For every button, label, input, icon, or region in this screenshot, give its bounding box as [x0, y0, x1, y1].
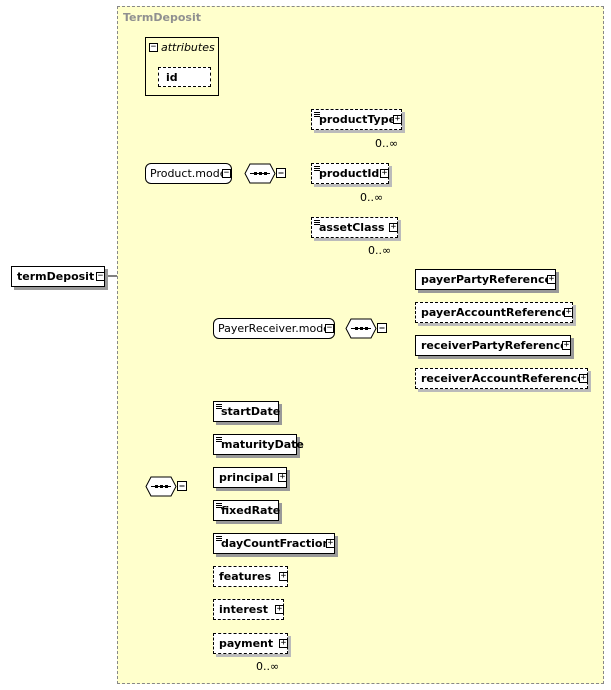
payer-receiver-model-group[interactable]: PayerReceiver.model − — [213, 318, 335, 339]
product-type-element[interactable]: productType + — [311, 109, 402, 130]
plus-box-icon[interactable]: + — [380, 168, 389, 178]
sequence-compositor-icon[interactable] — [145, 476, 187, 497]
minus-box-icon[interactable]: − — [149, 42, 158, 52]
start-date-element[interactable]: startDate — [213, 401, 280, 422]
type-title: TermDeposit — [123, 11, 201, 24]
plus-box-icon[interactable]: + — [279, 638, 288, 648]
asset-class-element[interactable]: assetClass + — [311, 217, 398, 238]
cardinality-label: 0..∞ — [256, 660, 280, 673]
sequence-compositor-icon[interactable] — [345, 318, 387, 339]
minus-box-icon[interactable]: − — [96, 271, 105, 281]
fixed-rate-element[interactable]: fixedRate — [213, 500, 280, 521]
receiver-party-reference-element[interactable]: receiverPartyReference + — [415, 335, 571, 356]
payer-account-reference-element[interactable]: payerAccountReference + — [415, 302, 573, 323]
payer-party-reference-element[interactable]: payerPartyReference + — [415, 269, 556, 290]
plus-box-icon[interactable]: + — [326, 538, 335, 548]
product-model-group[interactable]: Product.model − — [145, 163, 232, 184]
receiver-account-reference-element[interactable]: receiverAccountReference + — [415, 368, 588, 389]
maturity-date-element[interactable]: maturityDate — [213, 434, 304, 455]
product-id-element[interactable]: productId + — [311, 163, 389, 184]
sequence-compositor-icon[interactable] — [244, 163, 286, 184]
root-element[interactable]: termDeposit − — [11, 266, 105, 287]
day-count-fraction-element[interactable]: dayCountFraction + — [213, 533, 335, 554]
payment-element[interactable]: payment + — [213, 633, 288, 654]
attributes-group: − attributes id — [145, 37, 219, 96]
principal-element[interactable]: principal + — [213, 467, 287, 488]
cardinality-label: 0..∞ — [368, 244, 392, 257]
plus-box-icon[interactable]: + — [564, 307, 573, 317]
plus-box-icon[interactable]: + — [389, 222, 398, 232]
plus-box-icon[interactable]: + — [275, 604, 284, 614]
plus-box-icon[interactable]: + — [579, 373, 588, 383]
attribute-id[interactable]: id — [158, 67, 211, 87]
plus-box-icon[interactable]: + — [279, 571, 288, 581]
root-element-label: termDeposit — [17, 270, 95, 283]
minus-box-icon[interactable]: − — [222, 168, 231, 178]
interest-element[interactable]: interest + — [213, 599, 284, 620]
plus-box-icon[interactable]: + — [278, 472, 287, 482]
minus-box-icon[interactable]: − — [325, 323, 334, 333]
cardinality-label: 0..∞ — [360, 191, 384, 204]
plus-box-icon[interactable]: + — [547, 274, 556, 284]
plus-box-icon[interactable]: + — [562, 340, 571, 350]
cardinality-label: 0..∞ — [375, 137, 399, 150]
plus-box-icon[interactable]: + — [393, 114, 402, 124]
attributes-label: attributes — [161, 41, 215, 54]
features-element[interactable]: features + — [213, 566, 288, 587]
